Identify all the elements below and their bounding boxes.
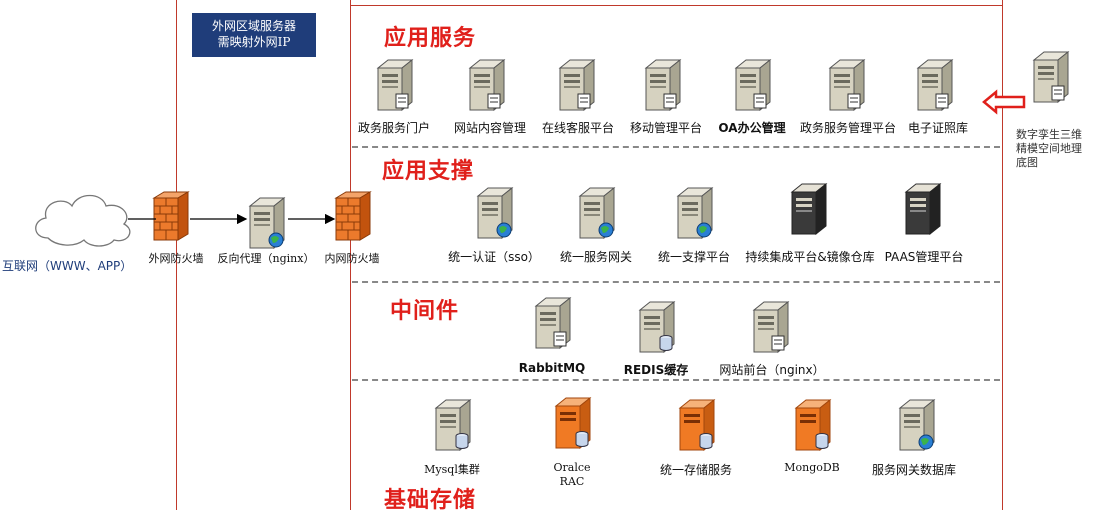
gov-portal-server-icon: [377, 59, 413, 111]
redis-server-icon: [639, 301, 675, 353]
service-gateway-server-icon: [579, 187, 615, 239]
gateway-db-server-icon: [899, 399, 935, 451]
app-support-label-1: 统一服务网关: [559, 250, 633, 264]
e-license-server-icon: [917, 59, 953, 111]
separator-middleware: [352, 281, 1000, 283]
app-service-label-2: 在线客服平台: [541, 121, 615, 135]
storage-label-oracle-line2: RAC: [559, 475, 585, 488]
inner-firewall-label: 内网防火墙: [324, 252, 380, 265]
oracle-server-icon: [555, 397, 591, 449]
digital-twin-arrow-icon: [982, 89, 1026, 115]
section-title-middleware: 中间件: [390, 299, 460, 324]
app-service-label-4: OA办公管理: [718, 121, 786, 135]
oa-server-icon: [735, 59, 771, 111]
web-frontend-server-icon: [753, 301, 789, 353]
dmz-right-border: [350, 0, 351, 510]
support-platform-server-icon: [677, 187, 713, 239]
storage-label-mongodb: MongoDB: [784, 461, 840, 474]
rabbitmq-server-icon: [535, 297, 571, 349]
storage-label-gateway-db: 服务网关数据库: [871, 463, 957, 477]
internet-label: 互联网（WWW、APP）: [2, 259, 133, 273]
dmz-note-line1: 外网区域服务器: [211, 19, 296, 33]
middleware-label-1: REDIS缓存: [623, 363, 689, 377]
digital-twin-server-icon: [1033, 51, 1069, 103]
mobile-mgmt-server-icon: [645, 59, 681, 111]
storage-label-unified: 统一存储服务: [659, 463, 733, 477]
middleware-label-0: RabbitMQ: [518, 361, 586, 375]
online-support-server-icon: [559, 59, 595, 111]
section-title-storage: 基础存储: [384, 488, 477, 513]
storage-label-oracle-line1: Oralce: [553, 461, 591, 474]
mysql-server-icon: [435, 399, 471, 451]
ci-registry-server-icon: [791, 183, 827, 235]
outer-firewall-label: 外网防火墙: [148, 252, 204, 265]
middleware-label-2: 网站前台（nginx）: [719, 363, 825, 377]
mongodb-server-icon: [795, 399, 831, 451]
app-service-label-0: 政务服务门户: [357, 121, 431, 135]
app-service-label-6: 电子证照库: [907, 121, 969, 135]
separator-support: [352, 146, 1000, 148]
gov-service-mgmt-server-icon: [829, 59, 865, 111]
top-border: [350, 5, 1002, 6]
separator-storage: [352, 379, 1000, 381]
internet-cloud-icon: [35, 194, 131, 247]
reverse-proxy-label: 反向代理（nginx）: [217, 252, 315, 265]
app-support-label-0: 统一认证（sso）: [448, 250, 540, 264]
digital-twin-label-line1: 数字孪生三维: [1016, 128, 1082, 141]
app-service-label-5: 政务服务管理平台: [799, 121, 897, 135]
app-support-label-2: 统一支撑平台: [657, 250, 731, 264]
app-support-label-3: 持续集成平台&镜像仓库: [745, 250, 875, 264]
storage-label-mysql: Mysql集群: [424, 463, 480, 476]
dmz-note-line2: 需映射外网IP: [217, 35, 291, 49]
app-service-label-3: 移动管理平台: [629, 121, 703, 135]
paas-server-icon: [905, 183, 941, 235]
unified-storage-server-icon: [679, 399, 715, 451]
app-support-label-4: PAAS管理平台: [884, 250, 964, 264]
dmz-note-box: 外网区域服务器 需映射外网IP: [192, 13, 316, 57]
section-title-app-services: 应用服务: [384, 26, 477, 51]
digital-twin-label: 数字孪生三维 精模空间地理 底图: [1016, 128, 1086, 170]
digital-twin-label-line3: 底图: [1016, 156, 1038, 169]
dmz-left-border: [176, 0, 177, 510]
site-cms-server-icon: [469, 59, 505, 111]
section-title-app-support: 应用支撑: [382, 159, 475, 184]
digital-twin-label-line2: 精模空间地理: [1016, 142, 1082, 155]
intranet-right-border: [1002, 0, 1003, 510]
sso-server-icon: [477, 187, 513, 239]
app-service-label-1: 网站内容管理: [453, 121, 527, 135]
